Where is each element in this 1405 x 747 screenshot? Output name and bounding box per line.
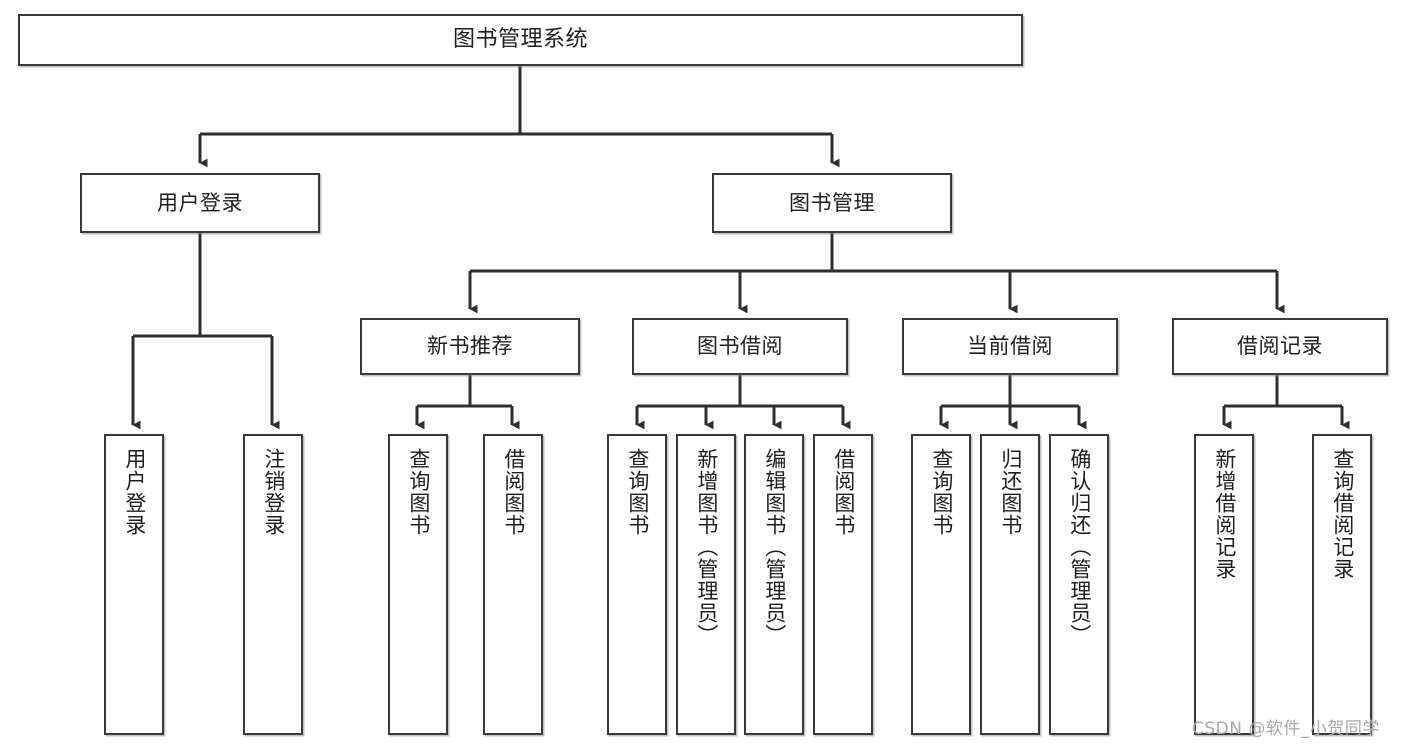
node-label: 查询借阅记录 <box>1330 448 1355 580</box>
leaf-borrow-book-recommend[interactable]: 借阅图书 <box>483 434 543 735</box>
node-label: 当前借阅 <box>967 334 1053 359</box>
node-label: 新增借阅记录 <box>1212 448 1237 580</box>
node-label: 确认归还（管理员） <box>1067 448 1092 646</box>
node-label: 用户登录 <box>157 190 243 215</box>
node-label: 查询图书 <box>625 448 650 536</box>
node-label: 图书管理 <box>789 190 875 215</box>
leaf-query-book-current[interactable]: 查询图书 <box>911 434 971 735</box>
node-label: 借阅记录 <box>1237 334 1323 359</box>
node-current-borrow[interactable]: 当前借阅 <box>902 318 1118 375</box>
leaf-user-login[interactable]: 用户登录 <box>104 434 164 735</box>
node-new-book-recommend[interactable]: 新书推荐 <box>360 318 580 375</box>
leaf-query-book-recommend[interactable]: 查询图书 <box>388 434 448 735</box>
node-root-system[interactable]: 图书管理系统 <box>18 14 1023 66</box>
node-label: 新增图书（管理员） <box>694 448 719 646</box>
csdn-watermark: CSDN @软件_小贺同学 <box>1192 719 1380 739</box>
leaf-add-borrow-record[interactable]: 新增借阅记录 <box>1194 434 1254 735</box>
node-label: 借阅图书 <box>831 448 856 536</box>
node-label: 注销登录 <box>261 448 286 536</box>
node-label: 查询图书 <box>929 448 954 536</box>
node-book-management[interactable]: 图书管理 <box>712 173 952 233</box>
node-label: 归还图书 <box>998 448 1023 536</box>
leaf-return-book[interactable]: 归还图书 <box>980 434 1040 735</box>
leaf-query-book-borrow[interactable]: 查询图书 <box>607 434 667 735</box>
leaf-confirm-return-admin[interactable]: 确认归还（管理员） <box>1049 434 1109 735</box>
node-user-login[interactable]: 用户登录 <box>80 173 320 233</box>
leaf-borrow-book[interactable]: 借阅图书 <box>813 434 873 735</box>
node-label: 编辑图书（管理员） <box>762 448 787 646</box>
node-label: 新书推荐 <box>427 334 513 359</box>
node-book-borrow[interactable]: 图书借阅 <box>632 318 848 375</box>
leaf-logout[interactable]: 注销登录 <box>243 434 303 735</box>
leaf-edit-book-admin[interactable]: 编辑图书（管理员） <box>744 434 804 735</box>
leaf-query-borrow-record[interactable]: 查询借阅记录 <box>1312 434 1372 735</box>
node-label: 图书管理系统 <box>452 27 588 53</box>
node-label: 图书借阅 <box>697 334 783 359</box>
node-label: 用户登录 <box>122 448 147 536</box>
node-borrow-record[interactable]: 借阅记录 <box>1172 318 1388 375</box>
leaf-add-book-admin[interactable]: 新增图书（管理员） <box>676 434 736 735</box>
node-label: 查询图书 <box>406 448 431 536</box>
node-label: 借阅图书 <box>501 448 526 536</box>
